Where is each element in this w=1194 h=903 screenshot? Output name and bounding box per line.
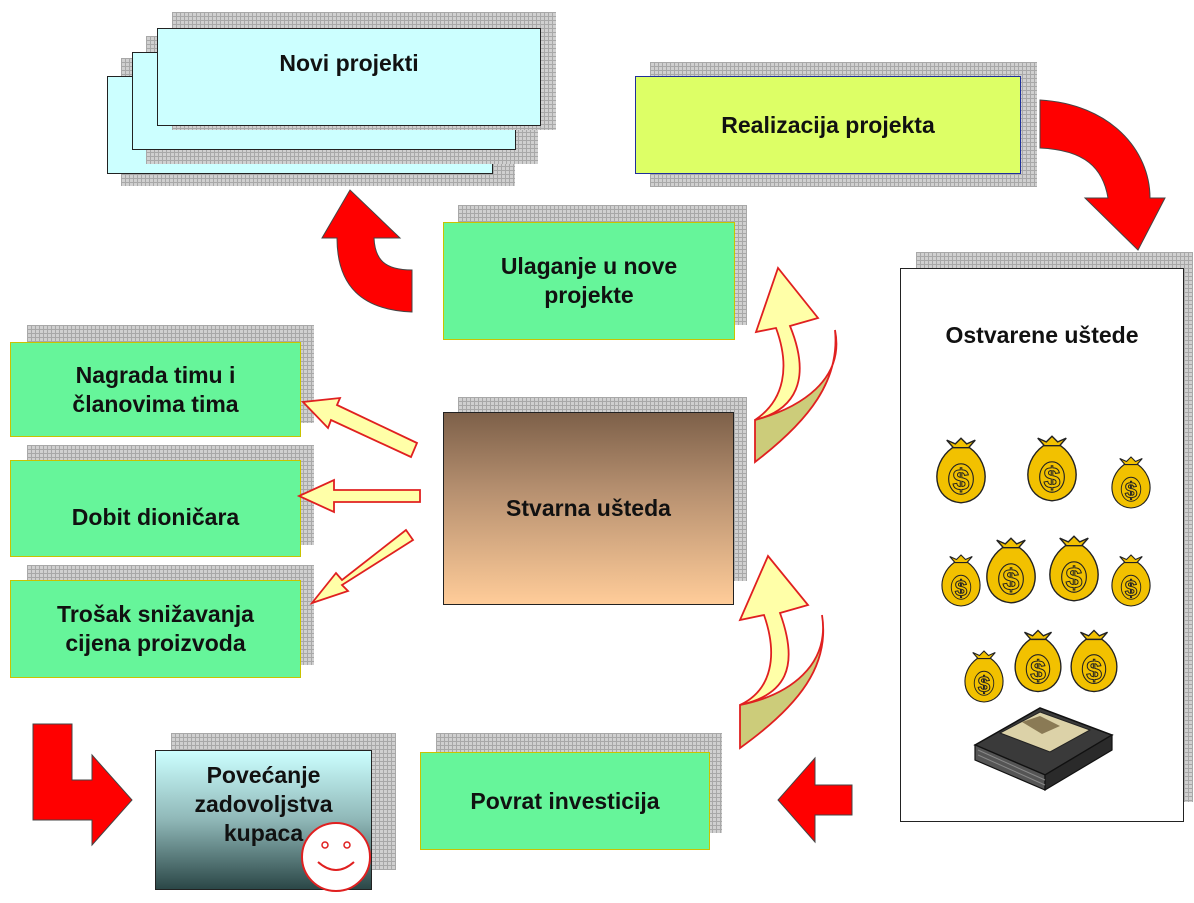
bag-symbol: $	[1030, 655, 1046, 686]
red-arrow-realizacija-to-ustede	[1039, 99, 1166, 251]
povrat-box: Povrat investicija	[420, 752, 710, 850]
bag-symbol: $	[1125, 576, 1137, 601]
arrow-to-trosak	[309, 528, 415, 605]
povrat-label: Povrat investicija	[470, 787, 660, 814]
povecanje-label: Povećanje zadovoljstva kupaca	[194, 762, 333, 846]
stvarna-usteda-box: Stvarna ušteda	[443, 412, 734, 605]
bag-symbol: $	[1003, 564, 1020, 597]
dobit-box: Dobit dioničara	[10, 460, 301, 557]
red-arrow-to-povecanje	[32, 723, 133, 847]
bag-symbol: $	[1086, 655, 1102, 686]
curved-arrow-to-stvarna	[738, 554, 810, 706]
nagrada-box: Nagrada timu i članovima tima	[10, 342, 301, 437]
smiley-icon	[301, 822, 371, 892]
novi-projekti-label: Novi projekti	[279, 50, 419, 76]
bag-symbol: $	[978, 672, 990, 697]
curved-arrow-to-ulaganje	[754, 266, 820, 421]
ostvarene-ustede-label: Ostvarene uštede	[945, 322, 1139, 348]
novi-projekti-box: Novi projekti	[157, 28, 541, 126]
bag-symbol: $	[953, 464, 970, 497]
arrow-to-dobit	[296, 478, 421, 514]
nagrada-label: Nagrada timu i članovima tima	[72, 361, 239, 417]
red-arrow-to-povrat	[777, 756, 853, 844]
bag-symbol: $	[1066, 562, 1083, 595]
curved-arrow-top-shade	[754, 329, 838, 464]
curved-arrow-bottom-shade	[739, 614, 825, 750]
trosak-label: Trošak snižavanja cijena proizvoda	[57, 601, 254, 656]
cash-stack-icon	[973, 707, 1114, 792]
stvarna-usteda-label: Stvarna ušteda	[506, 495, 671, 522]
bag-symbol: $	[955, 576, 967, 601]
trosak-box: Trošak snižavanja cijena proizvoda	[10, 580, 301, 678]
bag-symbol: $	[1044, 462, 1061, 495]
realizacija-label: Realizacija projekta	[721, 111, 935, 138]
bag-symbol: $	[1125, 478, 1137, 503]
ulaganje-label: Ulaganje u nove projekte	[500, 253, 678, 308]
red-arrow-ulaganje-to-novi	[321, 189, 413, 313]
realizacija-box: Realizacija projekta	[635, 76, 1021, 174]
arrow-to-nagrada	[301, 396, 419, 459]
dobit-label: Dobit dioničara	[71, 504, 240, 531]
ulaganje-box: Ulaganje u nove projekte	[443, 222, 735, 340]
